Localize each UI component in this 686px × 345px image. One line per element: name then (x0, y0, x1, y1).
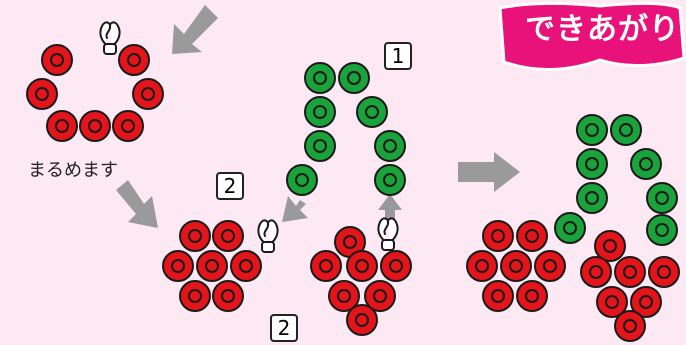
final-red-cluster-right (580, 230, 680, 342)
done-label: できあがり (525, 12, 680, 47)
final-red-cluster-left (466, 220, 566, 312)
step-2b-box: 2 (270, 314, 298, 342)
arrow-down-left (116, 180, 158, 228)
green-arch-chain (286, 62, 406, 196)
arrow-right (458, 152, 520, 192)
step-1-box: 1 (384, 42, 412, 70)
tweezers-icon (99, 21, 121, 55)
arrow-top (172, 5, 218, 54)
arrow-up-small-1 (282, 196, 308, 222)
done-badge (498, 1, 686, 71)
arrow-up-small-2 (378, 194, 402, 222)
tweezers-icon (257, 219, 279, 253)
red-cluster-middle (310, 226, 412, 336)
tweezers-icon (377, 217, 399, 251)
red-cluster-left (162, 220, 262, 312)
round-up-label: まるめます (28, 160, 118, 181)
final-green-chain (554, 114, 678, 246)
step-2a-box: 2 (216, 172, 244, 200)
red-u-chain (26, 44, 164, 142)
